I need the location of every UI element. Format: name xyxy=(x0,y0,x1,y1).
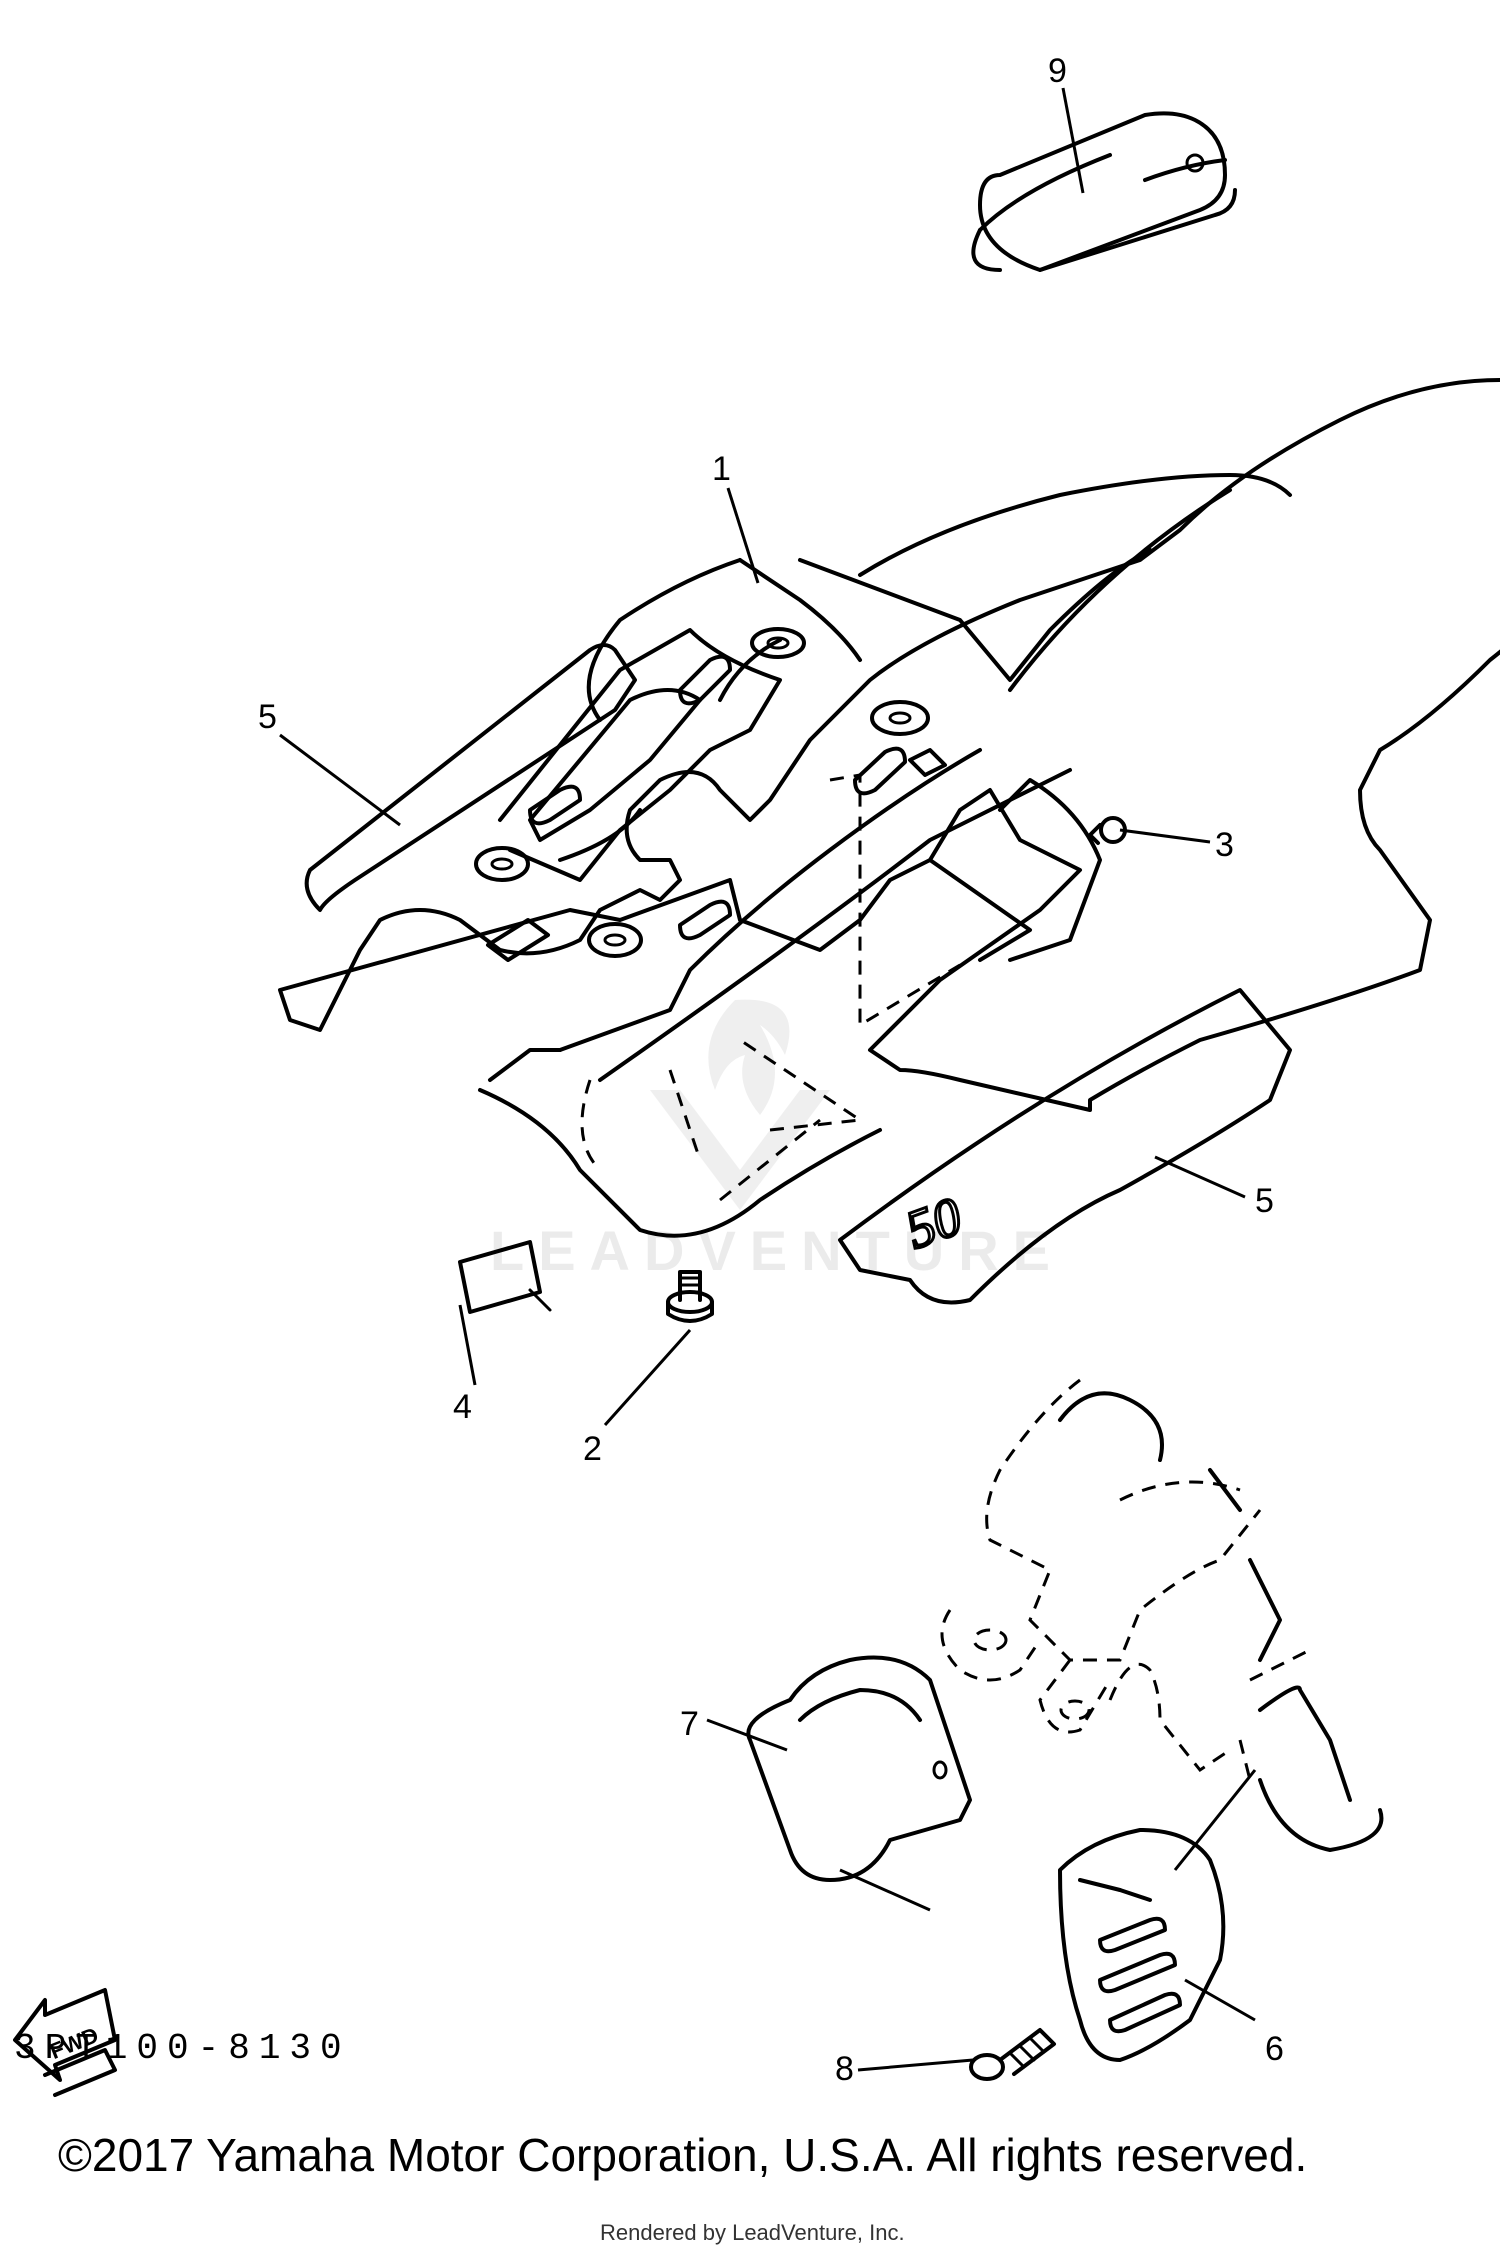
watermark: LEADVENTURE xyxy=(490,999,1064,1282)
part-1-rear-fender xyxy=(278,378,1500,1238)
part-6-guard xyxy=(1058,1828,1226,2062)
callout-2: 2 xyxy=(583,1430,602,1468)
callout-5-upper: 5 xyxy=(258,698,277,736)
callout-8: 8 xyxy=(835,2050,854,2088)
copyright-notice: ©2017 Yamaha Motor Corporation, U.S.A. A… xyxy=(58,2129,1308,2181)
watermark-text: LEADVENTURE xyxy=(490,1219,1064,1282)
callout-3: 3 xyxy=(1215,826,1234,864)
callout-4: 4 xyxy=(453,1388,472,1426)
part-code: 3PT100-8130 xyxy=(14,2028,351,2069)
frame-reference xyxy=(940,1378,1384,1852)
leader-lines xyxy=(279,87,1257,2072)
part-2-bolt xyxy=(666,1270,714,1323)
callout-5-lower: 5 xyxy=(1255,1182,1274,1220)
rendered-by-notice: Rendered by LeadVenture, Inc. xyxy=(600,2220,905,2245)
callouts: 9 1 5 3 5 4 2 7 8 6 xyxy=(258,52,1284,2088)
part-3-bolt xyxy=(1088,816,1127,845)
callout-6: 6 xyxy=(1265,2030,1284,2068)
callout-9: 9 xyxy=(1048,52,1067,90)
callout-1: 1 xyxy=(712,450,731,488)
part-9-pad xyxy=(971,111,1237,272)
part-4-plate xyxy=(458,1240,552,1314)
part-7-cover xyxy=(746,1655,972,1882)
callout-7: 7 xyxy=(680,1705,699,1743)
part-5-decal-left xyxy=(304,643,637,912)
part-8-screw xyxy=(969,2028,1056,2081)
grommet-holes xyxy=(474,627,947,962)
